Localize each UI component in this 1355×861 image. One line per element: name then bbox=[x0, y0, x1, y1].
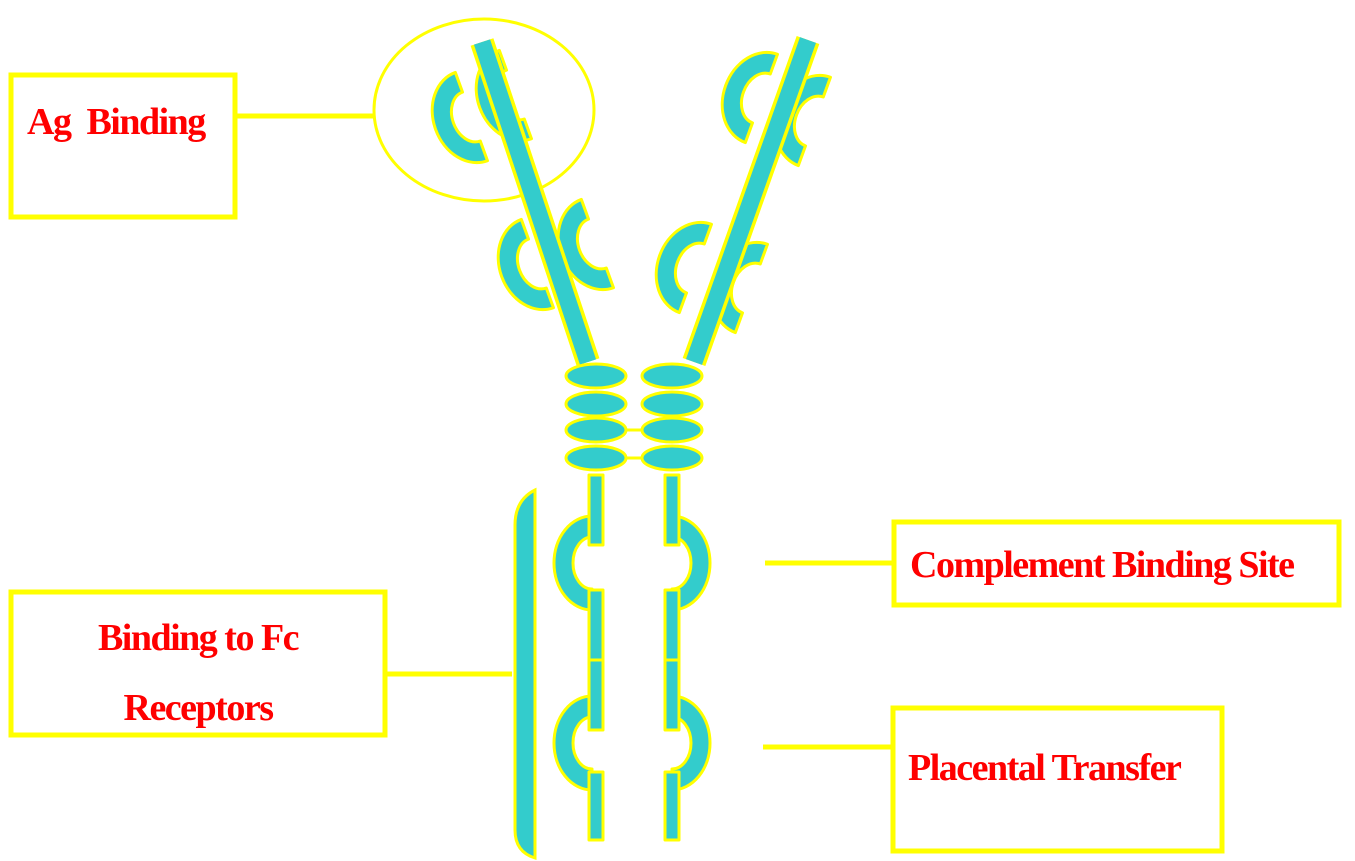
right-ch1-domain bbox=[644, 211, 712, 312]
right-fab-arm bbox=[644, 40, 831, 362]
fc-receptor-label-line1: Binding to Fc bbox=[98, 617, 299, 659]
left-ch2-domain bbox=[554, 516, 592, 610]
fc-receptor-label-line2: Receptors bbox=[124, 687, 274, 729]
complement-callout: Complement Binding Site bbox=[765, 522, 1339, 605]
placental-callout: Placental Transfer bbox=[763, 708, 1222, 851]
placental-label: Placental Transfer bbox=[908, 747, 1182, 789]
left-fab-arm bbox=[420, 42, 614, 362]
ag-binding-label: Ag Binding bbox=[27, 101, 206, 143]
left-light-chain bbox=[482, 42, 588, 362]
hinge-region bbox=[566, 364, 702, 470]
left-ch3-domain bbox=[554, 696, 592, 790]
right-light-chain bbox=[694, 40, 808, 362]
ag-binding-callout: Ag Binding bbox=[11, 75, 375, 217]
fc-receptor-callout: Binding to Fc Receptors bbox=[11, 592, 512, 735]
fc-right-chain bbox=[665, 475, 710, 840]
ag-binding-box bbox=[11, 75, 235, 217]
fc-receptor-bar bbox=[515, 490, 535, 858]
complement-label: Complement Binding Site bbox=[910, 544, 1294, 586]
fc-left-chain bbox=[554, 475, 603, 840]
